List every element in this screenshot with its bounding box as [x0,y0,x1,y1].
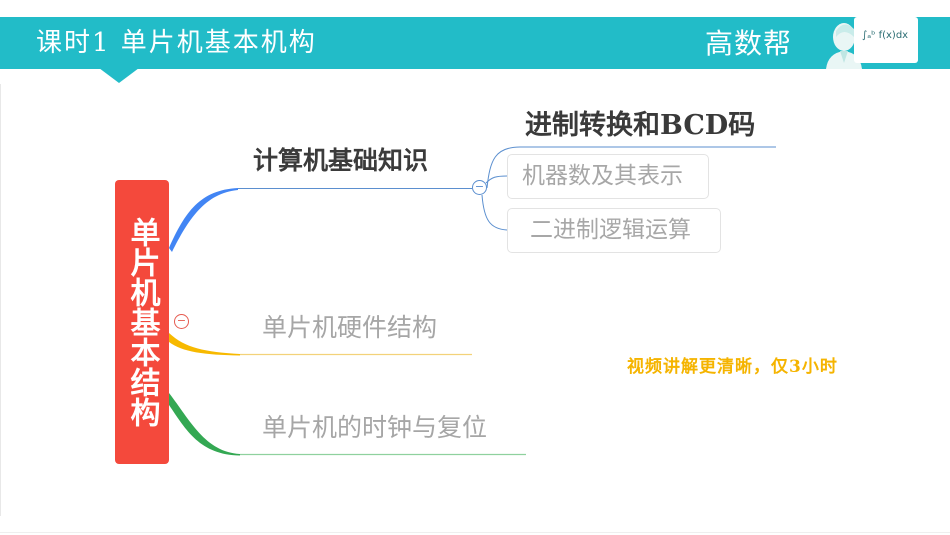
root-node[interactable]: 单片机基本结构 [115,180,169,464]
slide-left-border [0,84,1,516]
brand-logo-text: 高数帮 [705,27,793,60]
root-label: 单片机基本结构 [124,217,160,427]
subtopic-machine-numbers[interactable]: 机器数及其表示 [507,154,709,199]
formula-board [854,17,918,63]
subtopic-radix-bcd[interactable]: 进制转换和BCD码 [525,110,756,141]
subtopic-binary-logic[interactable]: 二进制逻辑运算 [507,208,721,253]
promo-text: 视频讲解更清晰，仅3小时 [627,357,838,377]
branch-hardware-structure[interactable]: 单片机硬件结构 [262,313,438,342]
collapse-branch-1-button[interactable]: − [472,180,487,195]
teacher-figure-icon [826,23,869,69]
lesson-title: 课时1 单片机基本机构 [36,28,317,58]
formula-text: ∫ₐᵇ f(x)dx [862,30,909,41]
branch-computer-basics[interactable]: 计算机基础知识 [253,146,429,175]
slide-bottom-border [0,532,950,533]
branch-clock-reset[interactable]: 单片机的时钟与复位 [262,413,488,442]
collapse-root-button[interactable]: − [174,314,189,329]
header-notch [99,68,139,83]
header-bar [0,17,950,69]
